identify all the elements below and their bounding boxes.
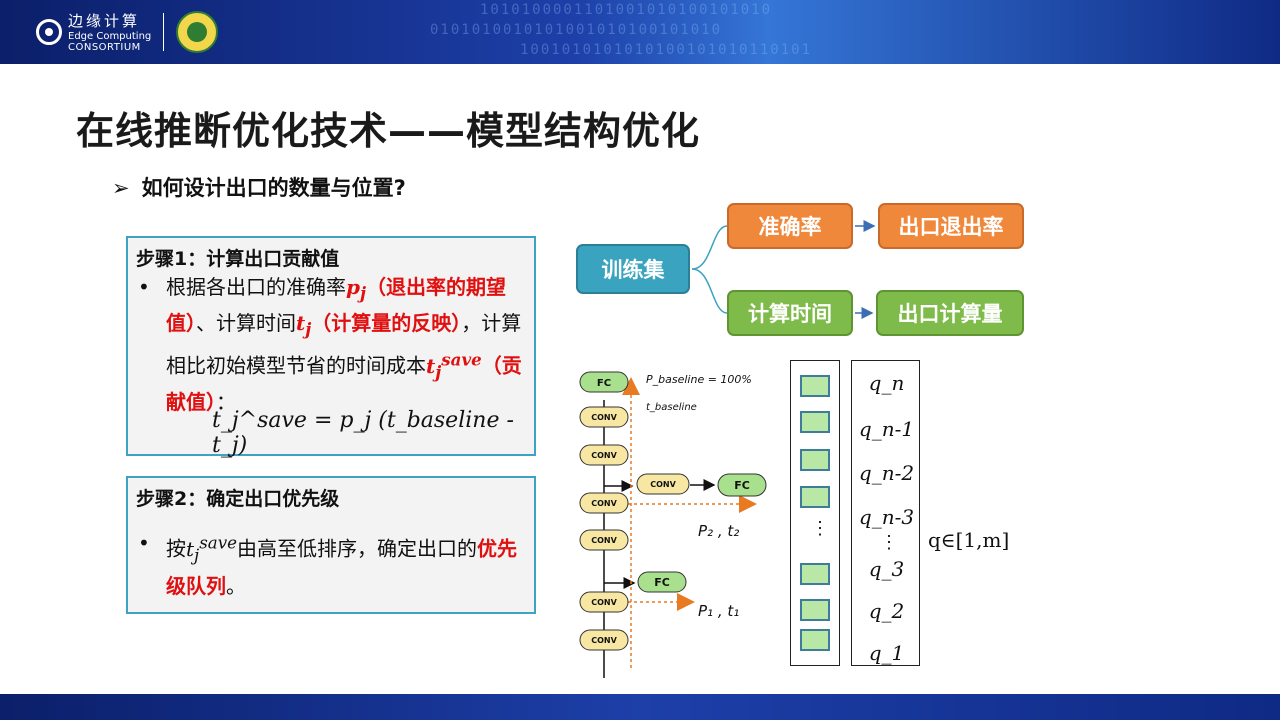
queue-label: q_n-3 <box>858 505 915 529</box>
queue-label: q_n-1 <box>858 417 915 441</box>
svg-text:FC: FC <box>734 479 750 492</box>
step2-box: 步骤2：确定出口优先级 • 按tjsave由高至低排序，确定出口的优先级队列。 <box>126 476 536 614</box>
step1-text: 根据各出口的准确率pj（退出率的期望值）、计算时间tj（计算量的反映），计算相比… <box>166 275 522 414</box>
conv-layer <box>579 629 629 651</box>
queue-cell <box>800 411 830 433</box>
exit2-label: P₂ , t₂ <box>698 522 739 540</box>
exit1-label: P₁ , t₁ <box>698 602 739 620</box>
queue-cell <box>800 599 830 621</box>
svg-text:FC: FC <box>654 576 670 589</box>
binary-decoration: 0101010010101001010100101010 <box>430 22 723 38</box>
tj-save-symbol: tjsave <box>426 349 482 382</box>
fc-layer <box>579 371 629 393</box>
tj-symbol: tj <box>296 311 312 339</box>
queue-label: q_3 <box>868 557 905 581</box>
t-baseline-label: t_baseline <box>646 402 697 413</box>
exit-rate-node: 出口退出率 <box>878 203 1024 249</box>
arrow-bullet-icon: ➢ <box>112 176 130 200</box>
exit-queue-cells: ⋮ <box>790 360 840 666</box>
vertical-ellipsis: ⋮ <box>811 518 829 539</box>
question-heading: ➢ 如何设计出口的数量与位置? <box>112 172 406 202</box>
compute-time-node: 计算时间 <box>727 290 853 336</box>
bullet-icon: • <box>138 275 150 299</box>
slide-title: 在线推断优化技术——模型结构优化 <box>76 109 701 153</box>
svg-text:CONV: CONV <box>591 413 617 422</box>
queue-label: q_1 <box>868 641 905 665</box>
conv-layer <box>579 444 629 466</box>
svg-text:CONV: CONV <box>591 451 617 460</box>
conv-layer <box>579 492 629 514</box>
svg-text:CONV: CONV <box>650 480 676 489</box>
training-set-node: 训练集 <box>576 244 690 294</box>
binary-decoration: 1001010101010100101010110101 <box>520 42 813 58</box>
step1-box: 步骤1：计算出口贡献值 • 根据各出口的准确率pj（退出率的期望值）、计算时间t… <box>126 236 536 458</box>
network-diagram: FC CONV CONV CONV CONV CONV CONV CONV FC… <box>579 371 767 678</box>
queue-label: q_n <box>868 371 905 395</box>
footer-banner <box>0 694 1280 720</box>
question-text: 如何设计出口的数量与位置? <box>141 176 406 200</box>
svg-text:CONV: CONV <box>591 499 617 508</box>
step2-title: 步骤2：确定出口优先级 <box>136 488 340 510</box>
bullet-icon: • <box>138 531 150 555</box>
logo-en-text: Edge Computing <box>68 31 152 42</box>
queue-cell <box>800 563 830 585</box>
svg-text:CONV: CONV <box>591 598 617 607</box>
branch-fc-layer <box>717 473 767 497</box>
logo-en-text: CONSORTIUM <box>68 42 141 53</box>
branch-conv-layer <box>636 473 690 495</box>
queue-cell <box>800 629 830 651</box>
queue-label: q_2 <box>868 599 905 623</box>
svg-text:CONV: CONV <box>591 636 617 645</box>
conv-layer <box>579 406 629 428</box>
queue-cell <box>800 375 830 397</box>
queue-cell <box>800 486 830 508</box>
ecc-logo: 边缘计算 Edge Computing CONSORTIUM <box>36 10 219 53</box>
university-seal-icon <box>176 10 219 53</box>
vertical-ellipsis: ⋮ <box>880 532 898 553</box>
pj-symbol: pj <box>346 275 367 303</box>
formula-text: t_j^save = p_j (t_baseline - t_j) <box>212 408 514 458</box>
queue-cell <box>800 449 830 471</box>
step2-text: 按tjsave由高至低排序，确定出口的优先级队列。 <box>166 533 517 598</box>
queue-label: q_n-2 <box>858 461 915 485</box>
accuracy-node: 准确率 <box>727 203 853 249</box>
svg-text:FC: FC <box>597 378 611 389</box>
gear-icon <box>36 18 62 45</box>
exit-queue-labels: q_n q_n-1 q_n-2 q_n-3 ⋮ q_3 q_2 q_1 <box>851 360 920 666</box>
exit-compute-node: 出口计算量 <box>876 290 1024 336</box>
logo-cn-text: 边缘计算 <box>68 12 141 30</box>
contribution-formula: t_j^save = p_j (t_baseline - t_j) <box>212 408 534 458</box>
tj-save-symbol: tjsave <box>186 533 237 565</box>
queue-range-label: q∈[1,m] <box>928 528 1010 552</box>
step1-title: 步骤1：计算出口贡献值 <box>136 248 340 270</box>
conv-layer <box>579 591 629 613</box>
binary-decoration: 1010100001101001010100101010 <box>480 2 773 18</box>
branch-fc-layer <box>637 571 687 593</box>
conv-layer <box>579 529 629 551</box>
logo-divider <box>163 12 165 51</box>
svg-text:CONV: CONV <box>591 536 617 545</box>
header-banner: 1010100001101001010100101010 01010100101… <box>0 0 1280 64</box>
p-baseline-label: P_baseline = 100% <box>646 373 752 386</box>
